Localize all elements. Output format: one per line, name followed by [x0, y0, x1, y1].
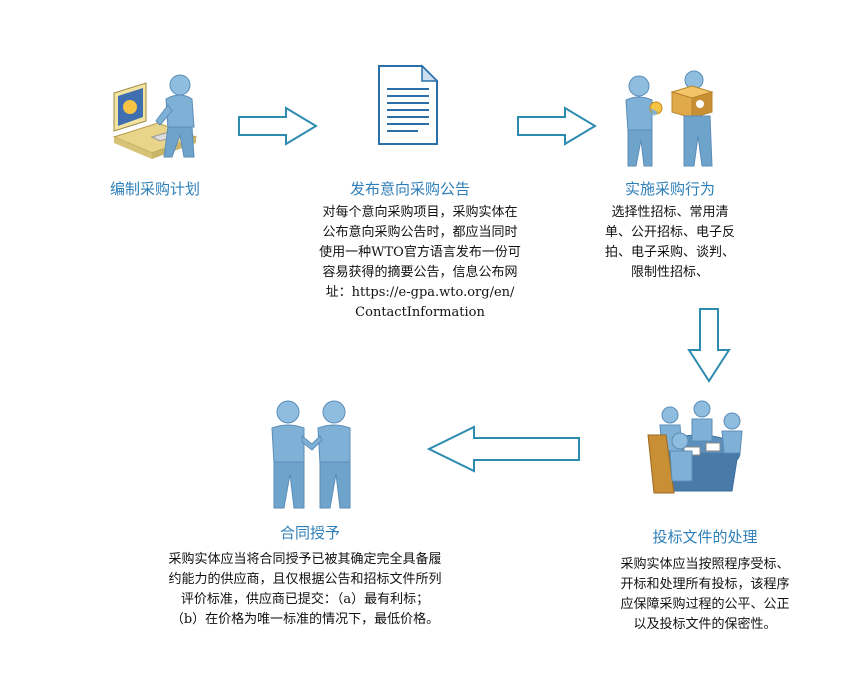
description-line: 使用一种WTO官方语言发布一份可: [319, 245, 521, 260]
arrow-left-icon: [426, 425, 580, 473]
step-bid-description: 采购实体应当按照程序受标、 开标和处理所有投标，该程序 应保障采购过程的公平、公…: [585, 555, 825, 635]
description-line: 应保障采购过程的公平、公正: [620, 597, 790, 612]
step-award-description: 采购实体应当将合同授予已被其确定完全具备履 约能力的供应商，且仅根据公告和招标文…: [115, 550, 495, 630]
description-line: 评价标准，供应商已提交：（a）最有利标；: [180, 592, 430, 607]
arrow-right-icon: [238, 106, 318, 146]
description-line: 采购实体应当将合同授予已被其确定完全具备履: [168, 552, 442, 567]
step-implement-title: 实施采购行为: [624, 180, 715, 198]
description-line: 以及投标文件的保密性。: [633, 617, 777, 632]
description-line: （b）在价格为唯一标准的情况下，最低价格。: [170, 612, 440, 627]
description-line: 开标和处理所有投标，该程序: [620, 577, 790, 592]
description-line: 采购实体应当按照程序受标、: [620, 557, 790, 572]
description-line: 址：https://e-gpa.wto.org/en/: [325, 285, 515, 300]
step-award-title: 合同授予: [279, 524, 340, 542]
description-line: ContactInformation: [355, 305, 485, 320]
description-line: 容易获得的摘要公告，信息公布网: [322, 265, 518, 280]
description-line: 单、公开招标、电子反: [604, 225, 735, 240]
step-implement-description: 选择性招标、常用清 单、公开招标、电子反 拍、电子采购、谈判、 限制性招标、: [590, 203, 750, 283]
description-line: 公布意向采购公告时，都应当同时: [322, 225, 518, 240]
step-bid-title: 投标文件的处理: [652, 528, 758, 546]
handshake-icon: [271, 400, 351, 509]
description-line: 对每个意向采购项目，采购实体在: [322, 205, 518, 220]
step-plan-title: 编制采购计划: [109, 180, 200, 198]
description-line: 拍、电子采购、谈判、: [604, 245, 735, 260]
document-icon: [378, 64, 439, 145]
person-computer-icon: [112, 74, 198, 159]
step-publish-title: 发布意向采购公告: [349, 180, 470, 198]
meeting-table-icon: [647, 400, 743, 494]
arrow-right-icon: [517, 106, 597, 146]
description-line: 限制性招标、: [630, 265, 709, 280]
delivery-persons-icon: [625, 70, 714, 167]
step-publish-description: 对每个意向采购项目，采购实体在 公布意向采购公告时，都应当同时 使用一种WTO官…: [285, 203, 555, 323]
arrow-down-icon: [687, 308, 731, 383]
description-line: 选择性招标、常用清: [611, 205, 729, 220]
description-line: 约能力的供应商，且仅根据公告和招标文件所列: [168, 572, 442, 587]
